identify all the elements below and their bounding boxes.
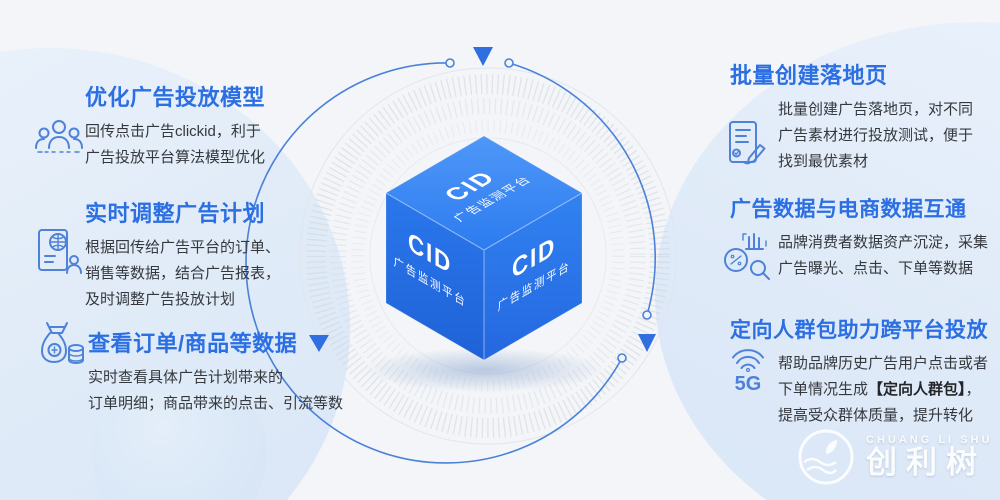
arc-endpoint-dot xyxy=(445,58,455,68)
svg-text:5G: 5G xyxy=(735,373,762,395)
feature-title: 广告数据与电商数据互通 xyxy=(730,198,967,221)
watermark-logo: CHUANG LI SHU 创利树 xyxy=(796,426,992,488)
down-triangle-icon xyxy=(309,335,330,352)
watermark-tree-icon xyxy=(798,429,854,485)
feature-line: 广告素材进行投放测试，便于 xyxy=(778,127,974,144)
feature-line: 广告曝光、点击、下单等数据 xyxy=(778,260,974,277)
feature-line: 品牌消费者数据资产沉淀，采集 xyxy=(778,234,989,251)
feature-line: 根据回传给广告平台的订单、 xyxy=(85,239,281,256)
arc-endpoint-dot xyxy=(642,310,652,320)
feature-line: 找到最优素材 xyxy=(778,153,869,170)
feature-view-orders-data: 查看订单/商品等数据 实时查看具体广告计划带来的 订单明细；商品带来的点击、引流… xyxy=(36,322,376,417)
cube-left-face xyxy=(386,193,484,360)
feature-line: 下单情况生成【定向人群包】， xyxy=(778,381,981,398)
feature-line: 回传点击广告clickid，利于 xyxy=(85,123,261,140)
feature-ad-ecommerce-data: 广告数据与电商数据互通 品牌消费者数据资产沉淀，采集 广告曝光、点击、下单等数据 xyxy=(722,193,1000,282)
feature-optimize-ad-model: 优化广告投放模型 回传点击广告clickid，利于 广告投放平台算法模型优化 xyxy=(33,80,373,171)
feature-audience-package: 5G 定向人群包助力跨平台投放 帮助品牌历史广告用户点击或者 下单情况生成【定向… xyxy=(722,314,1000,429)
feature-title: 优化广告投放模型 xyxy=(85,85,266,110)
feature-line: 批量创建广告落地页，对不同 xyxy=(778,101,974,118)
bottom-right-down-triangle-icon xyxy=(638,334,656,352)
top-down-triangle-icon xyxy=(473,47,493,66)
5g-signal-icon: 5G xyxy=(722,344,774,400)
feature-line: 销售等数据，结合广告报表， xyxy=(85,265,281,282)
feature-line: 实时查看具体广告计划带来的 xyxy=(88,369,284,386)
money-bag-icon xyxy=(36,318,88,374)
feature-title: 批量创建落地页 xyxy=(730,63,888,88)
feature-title: 查看订单/商品等数据 xyxy=(88,331,298,356)
feature-batch-landing-pages: 批量创建落地页 批量创建广告落地页，对不同 广告素材进行投放测试，便于 找到最优… xyxy=(722,58,1000,175)
feature-line: 帮助品牌历史广告用户点击或者 xyxy=(778,355,989,372)
watermark-latin-text: CHUANG LI SHU xyxy=(866,434,993,446)
feature-line: 订单明细；商品带来的点击、引流等数 xyxy=(88,395,344,412)
arc-endpoint-dot xyxy=(504,58,514,68)
report-document-icon xyxy=(33,224,85,280)
background-blob-bottom-left xyxy=(92,366,267,500)
feature-title: 定向人群包助力跨平台投放 xyxy=(730,319,988,342)
orbit-arcs xyxy=(245,58,656,464)
arc-endpoint-dot xyxy=(617,353,627,363)
feature-line: 提高受众群体质量，提升转化 xyxy=(778,407,974,424)
feature-realtime-adjust-plan: 实时调整广告计划 根据回传给广告平台的订单、 销售等数据，结合广告报表， 及时调… xyxy=(33,196,373,313)
users-group-icon xyxy=(33,112,85,168)
audience-package-highlight: 【定向人群包】 xyxy=(868,381,966,398)
feature-line: 及时调整广告投放计划 xyxy=(85,291,236,308)
cid-cube: CID 广告监测平台 CID 广告监测平台 CID 广告监测平台 xyxy=(364,135,604,392)
cube-right-face xyxy=(484,193,582,360)
feature-title: 实时调整广告计划 xyxy=(85,201,266,226)
data-chart-magnifier-icon xyxy=(722,229,774,285)
watermark-cjk-text: 创利树 xyxy=(866,445,986,480)
landing-page-pen-icon xyxy=(722,116,774,172)
feature-line: 广告投放平台算法模型优化 xyxy=(85,149,266,166)
